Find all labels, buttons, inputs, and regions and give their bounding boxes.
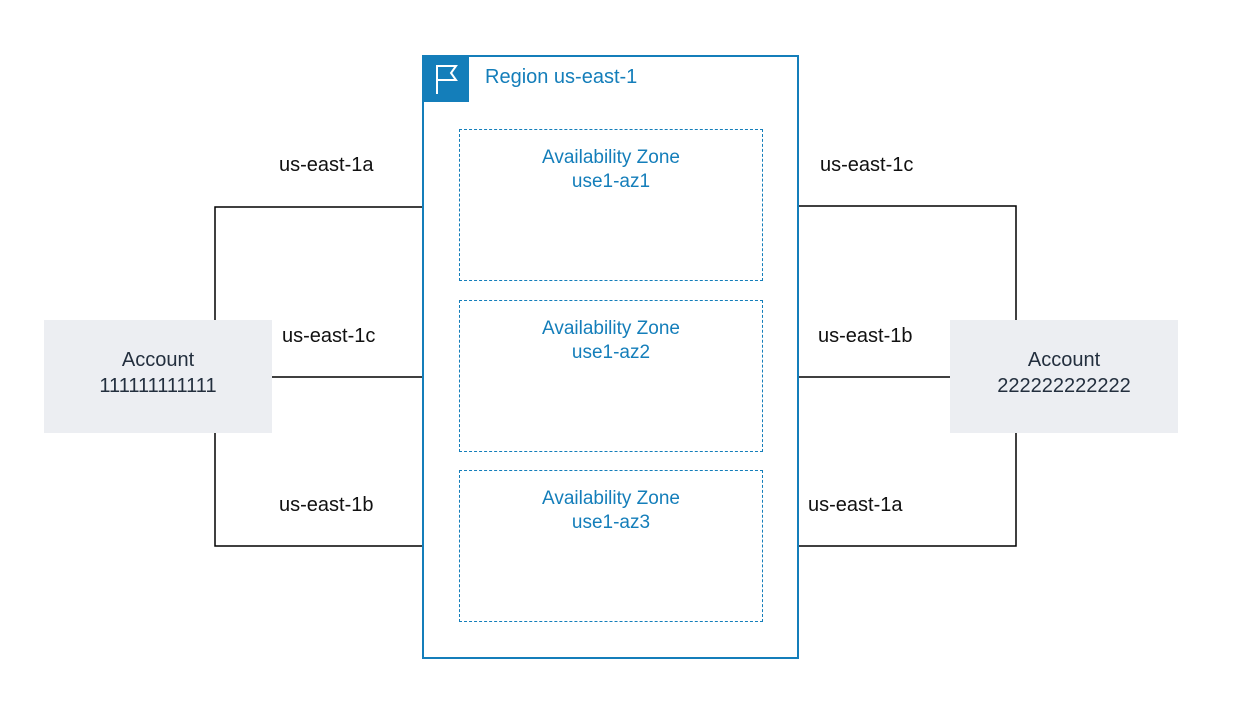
connector-account1-az1 xyxy=(214,202,460,320)
az-title: Availability Zone xyxy=(541,488,680,509)
availability-zone-az1: Availability Zone use1-az1 xyxy=(459,129,763,281)
flag-icon xyxy=(424,57,469,102)
connector-account1-az3 xyxy=(214,433,460,551)
edge-label-account1-az1: us-east-1a xyxy=(279,154,374,176)
account-number: 111111111111 xyxy=(99,375,217,397)
connector-account2-az3 xyxy=(762,433,1017,551)
edge-label-account1-az2: us-east-1c xyxy=(282,325,376,347)
account-label: Account xyxy=(121,349,195,371)
az-id: use1-az1 xyxy=(571,171,651,192)
az-id: use1-az3 xyxy=(571,512,651,533)
account-box-2: Account 222222222222 xyxy=(950,320,1178,433)
edge-label-account2-az3: us-east-1a xyxy=(808,494,903,516)
edge-label-account1-az3: us-east-1b xyxy=(279,494,374,516)
connector-account2-az1 xyxy=(762,201,1017,320)
edge-label-account2-az2: us-east-1b xyxy=(818,325,913,347)
availability-zone-az2: Availability Zone use1-az2 xyxy=(459,300,763,452)
availability-zone-az3: Availability Zone use1-az3 xyxy=(459,470,763,622)
account-box-1: Account 111111111111 xyxy=(44,320,272,433)
az-id: use1-az2 xyxy=(571,342,651,363)
az-title: Availability Zone xyxy=(541,147,680,168)
region-title: Region us-east-1 xyxy=(485,66,638,88)
account-label: Account xyxy=(1027,349,1101,371)
account-number: 222222222222 xyxy=(997,375,1131,397)
edge-label-account2-az1: us-east-1c xyxy=(820,154,914,176)
az-title: Availability Zone xyxy=(541,318,680,339)
